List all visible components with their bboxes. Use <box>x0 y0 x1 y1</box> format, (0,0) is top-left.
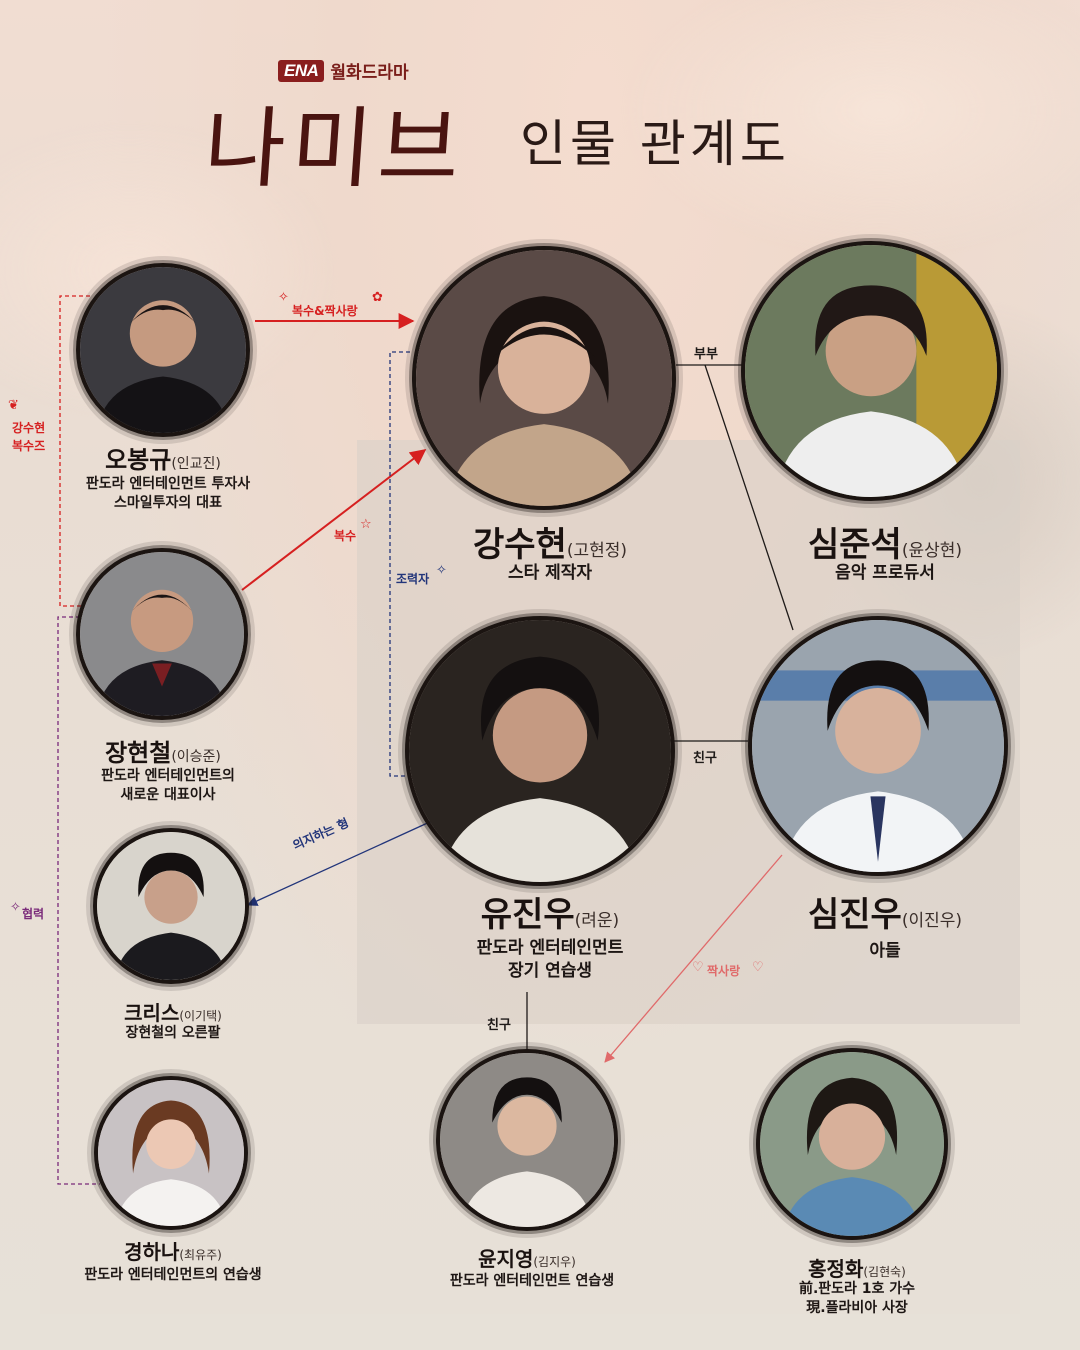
portrait-kang-soohyun <box>416 250 672 506</box>
portrait-yoon-jiyoung <box>440 1053 614 1227</box>
character-name-block: 강수현(고현정) <box>400 517 700 566</box>
actor-name: (이진우) <box>901 911 963 931</box>
character-name-block: 크리스(이기택) <box>53 997 293 1026</box>
line-son <box>704 364 794 631</box>
relation-label: 짝사랑 <box>707 964 741 978</box>
character-name: 유진우 <box>480 895 575 935</box>
character-name: 홍정화 <box>808 1257 864 1281</box>
line-revenge <box>241 449 427 591</box>
person-icon <box>760 1052 944 1236</box>
character-name: 오봉규 <box>105 445 172 474</box>
character-name: 심진우 <box>807 895 902 935</box>
character-name-block: 유진우(려운) <box>400 887 700 936</box>
sparkle-icon: ✧ <box>436 563 447 578</box>
character-name-block: 홍정화(김현숙) <box>737 1253 977 1282</box>
character-name: 크리스 <box>124 1001 180 1025</box>
portrait-yoo-jinwoo <box>409 620 671 882</box>
portrait-sim-jinwoo <box>752 620 1004 872</box>
person-icon <box>409 620 671 882</box>
heart-icon: ♡ <box>752 960 764 975</box>
person-icon <box>752 620 1004 872</box>
relation-label: 복수즈 <box>12 439 46 453</box>
portrait-hong-junghwa <box>760 1052 944 1236</box>
actor-name: (윤상현) <box>901 541 963 561</box>
relation-label: 부부 <box>694 347 718 362</box>
character-name-block: 심준석(윤상현) <box>735 517 1035 566</box>
actor-name: (김현숙) <box>863 1265 906 1279</box>
person-icon <box>80 267 246 433</box>
character-name: 윤지영 <box>478 1247 534 1271</box>
portrait-kyung-hana <box>98 1080 244 1226</box>
actor-name: (려운) <box>574 911 620 931</box>
portrait-oh-bonggyu <box>80 267 246 433</box>
relation-label: 복수 <box>334 529 357 543</box>
actor-name: (고현정) <box>566 541 628 561</box>
actor-name: (김지우) <box>533 1255 576 1269</box>
line-coop-bracket <box>57 616 100 1185</box>
actor-name: (인교진) <box>171 456 221 472</box>
chart-subtitle: 인물 관계도 <box>520 115 790 173</box>
character-desc: 장현철의 오른팔 <box>125 1025 221 1041</box>
actor-name: (최유주) <box>179 1248 222 1262</box>
character-name: 경하나 <box>124 1240 180 1264</box>
person-icon <box>97 832 245 980</box>
character-desc: 스타 제작자 <box>507 563 593 583</box>
character-name-block: 심진우(이진우) <box>735 887 1035 936</box>
portrait-sim-junseok <box>745 245 997 497</box>
character-desc: 음악 프로듀서 <box>835 563 935 583</box>
person-icon <box>80 552 244 716</box>
sparkle-icon: ✧ <box>10 900 21 915</box>
sparkle-icon: ☆ <box>360 517 372 532</box>
character-desc: 판도라 엔터테인먼트의 연습생 <box>84 1267 262 1283</box>
person-icon <box>440 1053 614 1227</box>
relation-label: 친구 <box>693 751 717 766</box>
character-desc: 판도라 엔터테인먼트 연습생 <box>449 1273 615 1289</box>
line-crush <box>604 854 783 1063</box>
brand: ENA 월화드라마 <box>278 58 409 83</box>
character-name: 장현철 <box>105 738 172 767</box>
sparkle-icon: ✧ <box>278 290 289 305</box>
actor-name: (이기택) <box>179 1009 222 1023</box>
character-name-block: 오봉규(인교진) <box>43 440 283 475</box>
character-name: 강수현 <box>472 525 567 565</box>
rose-icon: ❦ <box>8 398 19 413</box>
character-name-block: 윤지영(김지우) <box>407 1243 647 1272</box>
actor-name: (이승준) <box>171 749 221 765</box>
person-icon <box>416 250 672 506</box>
heart-icon: ♡ <box>692 960 704 975</box>
character-desc: 아들 <box>869 941 901 961</box>
portrait-jang-hyeoncheol <box>80 552 244 716</box>
person-icon <box>745 245 997 497</box>
relation-label: 협력 <box>22 907 45 921</box>
relation-label: 강수현 <box>12 421 46 435</box>
character-name-block: 장현철(이승준) <box>43 733 283 768</box>
line-helper-bracket <box>389 351 410 777</box>
relation-label: 친구 <box>487 1018 511 1033</box>
relation-label: 복수&짝사랑 <box>292 304 358 318</box>
line-dependent <box>247 814 446 906</box>
ena-logo: ENA <box>278 59 325 82</box>
character-name: 심준석 <box>807 525 902 565</box>
portrait-chris <box>97 832 245 980</box>
relation-label: 조력자 <box>396 572 430 586</box>
bg-brush <box>620 0 1080 260</box>
rose-icon: ✿ <box>372 290 383 305</box>
line-fan-bracket <box>59 295 90 607</box>
brand-label: 월화드라마 <box>330 63 409 83</box>
person-icon <box>98 1080 244 1226</box>
character-name-block: 경하나(최유주) <box>53 1236 293 1265</box>
